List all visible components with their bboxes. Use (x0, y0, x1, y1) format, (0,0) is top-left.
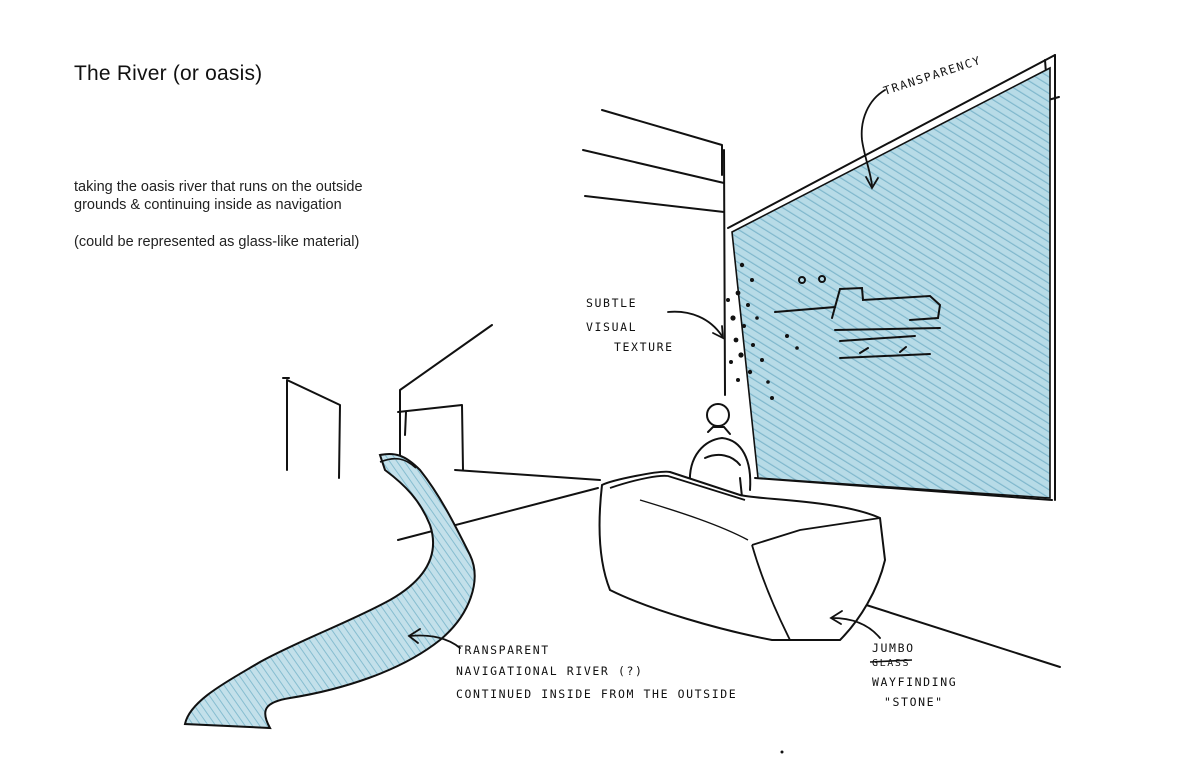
arrow-stone (831, 617, 881, 639)
label-stone-struck: GLASS (872, 658, 910, 669)
arrow-transparency (860, 89, 886, 186)
arrow-river (409, 634, 461, 649)
wall-corner-line (723, 149, 726, 396)
svg-text:CONTINUED INSIDE FROM THE OUTS: CONTINUED INSIDE FROM THE OUTSIDE (456, 687, 737, 701)
page-title: The River (or oasis) (74, 62, 263, 85)
svg-text:SUBTLE: SUBTLE (586, 296, 637, 310)
svg-text:TRANSPARENCY: TRANSPARENCY (882, 53, 984, 98)
svg-text:JUMBO: JUMBO (872, 641, 915, 655)
svg-text:VISUAL: VISUAL (586, 320, 637, 334)
svg-text:NAVIGATIONAL RIVER (?): NAVIGATIONAL RIVER (?) (456, 664, 644, 678)
label-river-3: CONTINUED INSIDE FROM THE OUTSIDE (456, 687, 737, 701)
label-river-1: TRANSPARENT (456, 643, 550, 657)
leader-arrows (407, 89, 886, 649)
label-subtle-1: SUBTLE (586, 296, 637, 310)
label-stone-1: JUMBO (872, 641, 915, 655)
description-line-1: taking the oasis river that runs on the … (74, 179, 363, 195)
glass-wall (731, 66, 1051, 499)
label-transparency: TRANSPARENCY (882, 53, 984, 98)
visual-texture-dots (726, 262, 799, 400)
label-subtle-3: TEXTURE (614, 340, 674, 354)
label-river-2: NAVIGATIONAL RIVER (?) (456, 664, 644, 678)
label-subtle-2: VISUAL (586, 320, 637, 334)
svg-text:"STONE": "STONE" (884, 695, 944, 709)
reception-desk-stone (598, 470, 887, 641)
floor-line-right (859, 602, 1061, 668)
navigational-river (183, 452, 476, 730)
label-stone-2: WAYFINDING (872, 675, 957, 689)
description-line-2: grounds & continuing inside as navigatio… (74, 197, 342, 213)
svg-text:WAYFINDING: WAYFINDING (872, 675, 957, 689)
ceiling-line-2 (582, 149, 725, 184)
svg-text:TEXTURE: TEXTURE (614, 340, 674, 354)
ink-dot (780, 750, 784, 754)
ceiling-line-3 (584, 195, 725, 213)
arrow-texture (667, 310, 723, 337)
doorway-right (399, 324, 493, 456)
glass-signage (774, 275, 942, 359)
ceiling-line-1 (601, 109, 723, 176)
description-note: (could be represented as glass-like mate… (74, 234, 360, 250)
svg-text:TRANSPARENT: TRANSPARENT (456, 643, 550, 657)
label-stone-3: "STONE" (884, 695, 944, 709)
svg-text:GLASS: GLASS (872, 658, 910, 669)
doorway-left (286, 379, 341, 479)
wall-top-edge (727, 54, 1056, 229)
receptionist-figure (688, 403, 752, 498)
strike-line (869, 659, 913, 663)
